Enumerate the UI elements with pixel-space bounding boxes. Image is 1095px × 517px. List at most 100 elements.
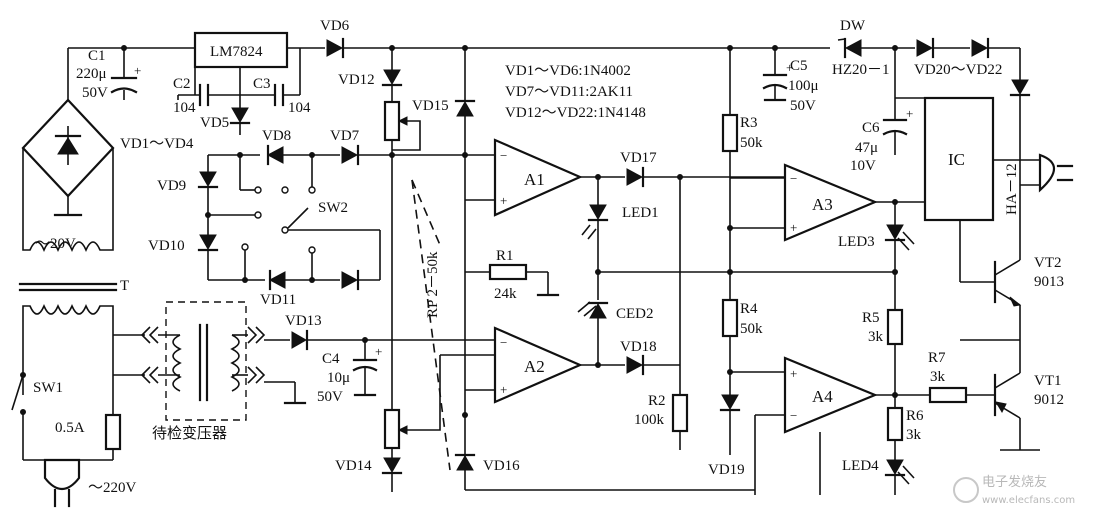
- svg-text:−: −: [500, 148, 507, 163]
- vd14-label: VD14: [335, 458, 372, 474]
- led3-label: LED3: [838, 234, 875, 250]
- dut-label: 待检变压器: [152, 425, 227, 442]
- svg-text:+: +: [790, 220, 797, 235]
- fuse-label: 0.5A: [55, 420, 85, 436]
- vt1-type: 9012: [1034, 392, 1064, 408]
- svg-text:−: −: [790, 171, 797, 186]
- svg-text:+: +: [906, 106, 913, 121]
- watermark: 电子发烧友 www.elecfans.com: [953, 474, 1075, 506]
- vt2-type: 9013: [1034, 274, 1064, 290]
- r1: [465, 263, 560, 297]
- note-line-1: VD1～VD6:1N4002: [505, 63, 631, 79]
- r6-label: R6: [906, 408, 924, 424]
- r5-value: 3k: [868, 329, 884, 345]
- vd9-label: VD9: [157, 178, 186, 194]
- c3-value: 104: [288, 100, 311, 116]
- transistor-vt1: [993, 340, 1040, 451]
- r5-label: R5: [862, 310, 880, 326]
- dut-transformer: [165, 301, 247, 421]
- regulator-caps: [177, 48, 301, 135]
- a3-label: A3: [812, 195, 833, 214]
- led1-label: LED1: [622, 205, 659, 221]
- r1-value: 24k: [494, 286, 517, 302]
- svg-text:+: +: [790, 366, 797, 381]
- vd17-label: VD17: [620, 150, 657, 166]
- note-line-3: VD12～VD22:1N4148: [505, 105, 646, 121]
- ac220-label: ～220V: [88, 480, 137, 496]
- r2-value: 100k: [634, 412, 665, 428]
- hz20-label: HZ20－1: [832, 62, 890, 78]
- vd11-label: VD11: [260, 292, 296, 308]
- vd20-22-label: VD20～VD22: [914, 62, 1002, 78]
- a4-label: A4: [812, 387, 833, 406]
- led4-label: LED4: [842, 458, 879, 474]
- ic-label: IC: [948, 150, 965, 169]
- vd19-label: VD19: [708, 462, 745, 478]
- c2-value: 104: [173, 100, 196, 116]
- vd13-label: VD13: [285, 313, 322, 329]
- output-indicators: [884, 199, 995, 495]
- c5-value: 100μ: [788, 78, 819, 94]
- c4-value: 10μ: [327, 370, 350, 386]
- watermark-url: www.elecfans.com: [982, 495, 1075, 506]
- ha12-label: HA－12: [1004, 163, 1020, 215]
- c2-label: C2: [173, 76, 191, 92]
- svg-text:−: −: [790, 408, 797, 423]
- mains-input: [11, 322, 145, 508]
- vd15-label: VD15: [412, 98, 449, 114]
- svg-text:+: +: [500, 193, 507, 208]
- sw2-label: SW2: [318, 200, 348, 216]
- c6-value: 47μ: [855, 140, 878, 156]
- bias-network: [465, 48, 821, 495]
- svg-text:+: +: [500, 382, 507, 397]
- a1-a2-outputs: [577, 166, 895, 450]
- zener-chain: [837, 37, 1031, 260]
- vd8-label: VD8: [262, 128, 291, 144]
- vd6-label: VD6: [320, 18, 350, 34]
- dut-connectors: [140, 326, 266, 384]
- vd12-label: VD12: [338, 72, 375, 88]
- opamp-a4: [730, 356, 930, 434]
- switch-diode-chain: [197, 144, 495, 291]
- rp2-divider: [381, 155, 495, 492]
- vt2-label: VT2: [1034, 255, 1062, 271]
- vd18-label: VD18: [620, 339, 657, 355]
- c5-voltage: 50V: [790, 98, 816, 114]
- r6-value: 3k: [906, 427, 922, 443]
- transformer-t: [18, 230, 118, 322]
- note-line-2: VD7～VD11:2AK11: [505, 84, 633, 100]
- c3-label: C3: [253, 76, 271, 92]
- dut-output: [264, 329, 495, 405]
- a1-label: A1: [524, 170, 545, 189]
- t-label: T: [120, 278, 129, 294]
- svg-text:+: +: [786, 60, 793, 75]
- transistor-vt2: [960, 259, 1022, 341]
- component-labels: LM7824 C1 220μ 50V C2 104 C3 104 VD5 VD6…: [33, 18, 1064, 496]
- c4-label: C4: [322, 351, 340, 367]
- svg-text:+: +: [134, 63, 141, 78]
- reference-divider: [381, 48, 476, 490]
- r2-label: R2: [648, 393, 666, 409]
- c1-label: C1: [88, 48, 106, 64]
- c6-voltage: 10V: [850, 158, 876, 174]
- opamp-a3: [730, 163, 925, 242]
- c5-label: C5: [790, 58, 808, 74]
- opamp-a1: [465, 138, 625, 217]
- vd5-label: VD5: [200, 115, 229, 131]
- sw1-label: SW1: [33, 380, 63, 396]
- watermark-text: 电子发烧友: [982, 474, 1047, 490]
- r3-label: R3: [740, 115, 758, 131]
- sw2-switch: [208, 155, 380, 280]
- r3-value: 50k: [740, 135, 763, 151]
- ced2-label: CED2: [616, 306, 654, 322]
- bridge-rectifier: [21, 98, 115, 230]
- vd16: [454, 453, 476, 471]
- svg-text:−: −: [500, 335, 507, 350]
- vt1-label: VT1: [1034, 373, 1062, 389]
- c1-value: 220μ: [76, 66, 107, 82]
- speaker-ha12: [1020, 153, 1074, 193]
- c4-voltage: 50V: [317, 389, 343, 405]
- rp2-label: RP 2－50k: [425, 251, 441, 318]
- top-rail: [67, 31, 830, 100]
